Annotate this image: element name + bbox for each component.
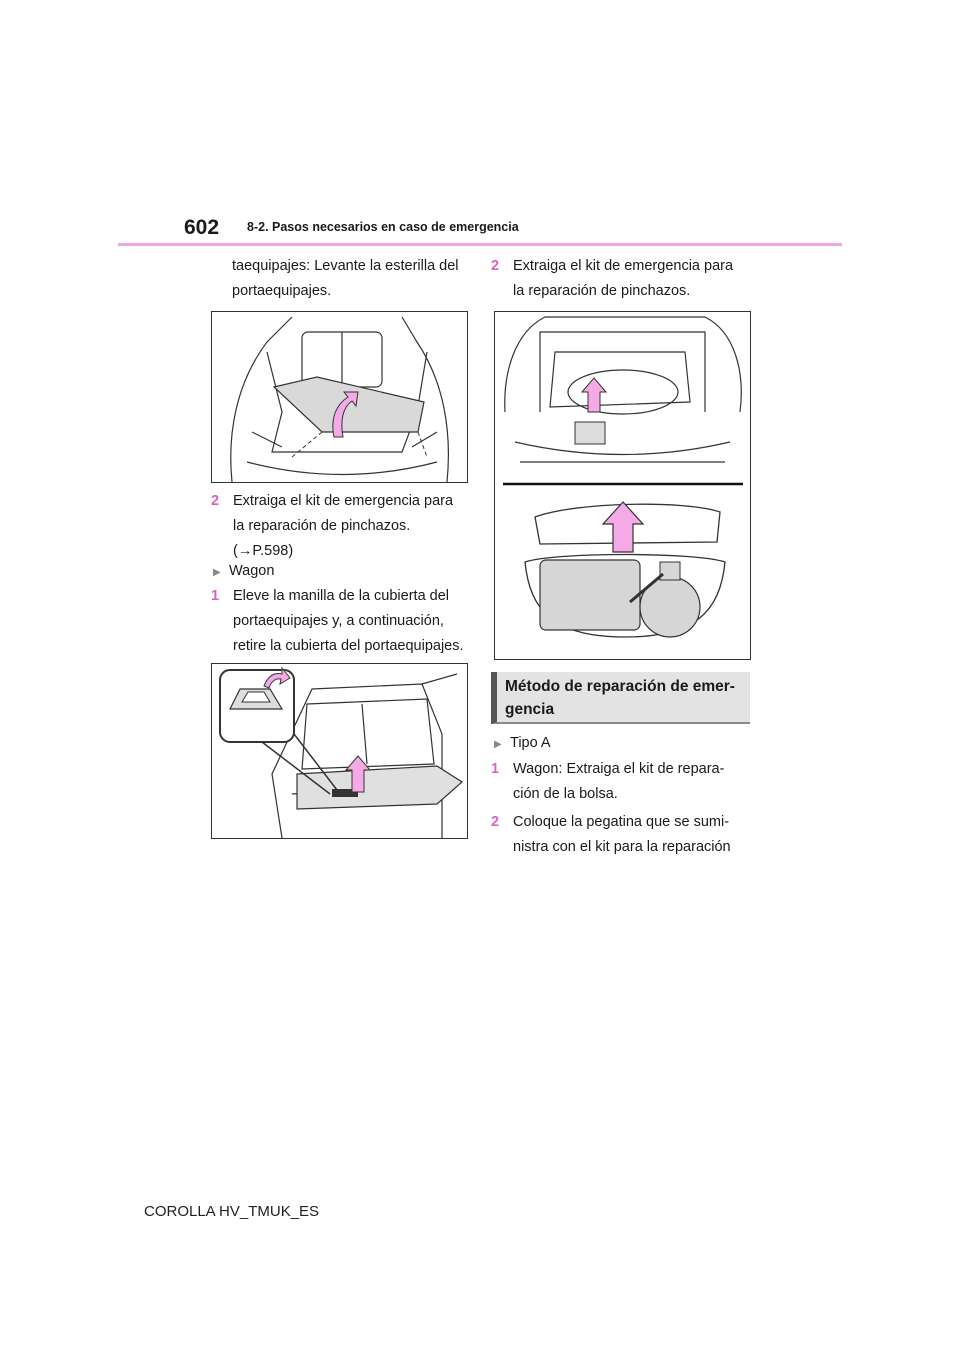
- left-step-1-line-3: retire la cubierta del portaequipajes.: [233, 638, 464, 654]
- step-number: 2: [491, 258, 500, 274]
- right-step-2-line-2: la reparación de pinchazos.: [513, 283, 691, 299]
- step-number: 1: [491, 761, 500, 777]
- tipo-label-text: Tipo A: [510, 735, 551, 751]
- left-step-1-line-2: portaequipajes y, a continuación,: [233, 613, 444, 629]
- curved-arrow-icon: [263, 666, 291, 689]
- left-step-2-line-1: Extraiga el kit de emergencia para: [233, 493, 454, 509]
- triangle-bullet-icon: ▶: [494, 739, 502, 750]
- right-step-2b: 2 Coloque la pegatina que se sumi- nistr…: [491, 810, 753, 860]
- up-arrow-icon: [332, 391, 359, 438]
- step-number: 2: [211, 493, 220, 509]
- wagon-cover-illustration: [219, 666, 463, 838]
- figure-repair-kit: [494, 311, 751, 660]
- step-number: 2: [491, 814, 500, 830]
- section-heading: Método de reparación de emer- gencia: [491, 672, 750, 724]
- left-step-2-reference[interactable]: (→P.598): [233, 543, 294, 559]
- right-step-2: 2 Extraiga el kit de emergencia para la …: [491, 254, 753, 304]
- right-step-2b-line-1: Coloque la pegatina que se sumi-: [513, 814, 730, 830]
- step-number: 1: [211, 588, 220, 604]
- section-title: 8-2. Pasos necesarios en caso de emergen…: [247, 220, 519, 234]
- figure-trunk-mat: [211, 311, 468, 483]
- figure-wagon-cover: [211, 663, 468, 839]
- intro-line-2: portaequipajes.: [232, 283, 332, 299]
- right-step-1: 1 Wagon: Extraiga el kit de repara- ción…: [491, 757, 753, 807]
- triangle-bullet-icon: ▶: [213, 567, 221, 578]
- wagon-label-text: Wagon: [229, 563, 275, 579]
- section-heading-line-1: Método de reparación de emer-: [505, 678, 735, 695]
- footer-model: COROLLA HV_TMUK_ES: [144, 1203, 320, 1220]
- left-step-1-line-1: Eleve la manilla de la cubierta del: [233, 588, 450, 604]
- left-step-2: 2 Extraiga el kit de emergencia para la …: [211, 489, 473, 564]
- wagon-label: ▶ Wagon: [213, 559, 274, 585]
- right-step-2b-line-2: nistra con el kit para la reparación: [513, 839, 731, 855]
- right-step-1-line-1: Wagon: Extraiga el kit de repara-: [513, 761, 725, 777]
- page-number: 602: [184, 216, 220, 239]
- up-arrow-icon: [344, 755, 372, 793]
- section-heading-line-2: gencia: [505, 701, 555, 718]
- right-step-1-line-2: ción de la bolsa.: [513, 786, 618, 802]
- repair-kit-illustration: [503, 316, 743, 638]
- right-step-2-line-1: Extraiga el kit de emergencia para: [513, 258, 734, 274]
- left-step-1: 1 Eleve la manilla de la cubierta del po…: [211, 584, 476, 659]
- intro-line-1: taequipajes: Levante la esterilla del: [232, 258, 459, 274]
- header-rule: [118, 243, 842, 246]
- left-step-2-line-2: la reparación de pinchazos.: [233, 518, 411, 534]
- tipo-label: ▶ Tipo A: [494, 731, 551, 757]
- intro-text: taequipajes: Levante la esterilla del po…: [232, 254, 472, 304]
- up-arrow-icon: [601, 501, 645, 553]
- up-arrow-icon: [580, 377, 608, 413]
- trunk-mat-illustration: [230, 316, 449, 482]
